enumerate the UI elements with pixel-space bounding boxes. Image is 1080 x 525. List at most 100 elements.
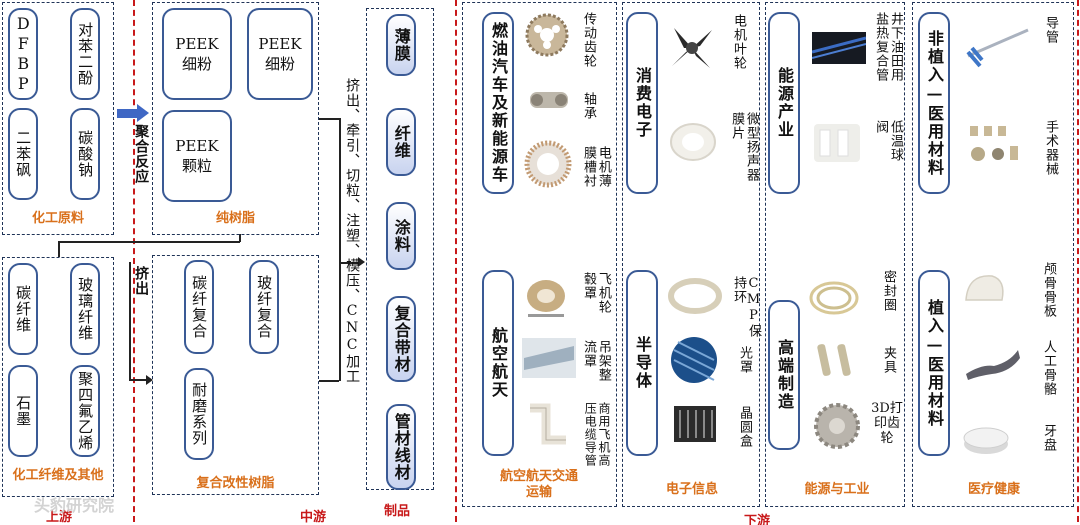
app-seal-ring-label: 密封圈 [880, 270, 896, 312]
peek-granule-label: PEEK 颗粒 [175, 136, 219, 175]
bearing-image [530, 92, 568, 108]
app-catheter-label: 导管 [1042, 16, 1058, 44]
energy-industry-group [765, 2, 905, 507]
implant-label: 植入—医用材料 [925, 298, 944, 428]
wear-resistant-label: 耐磨系列 [190, 382, 209, 446]
diphenyl-sulfone-label: 二苯砜 [14, 130, 33, 178]
aero-transport-caption: 航空航天交通运输 [499, 469, 578, 501]
fiber-connector-v2 [239, 234, 241, 242]
seal-ring-image [809, 281, 859, 315]
pure-resin-group [152, 2, 319, 235]
graphite-label: 石墨 [14, 395, 33, 427]
non-implant-category: 非植入—医用材料 [918, 12, 950, 194]
extrusion-label: 挤出 [133, 266, 150, 296]
fairing-image [522, 338, 576, 378]
ball-valve-image [814, 124, 860, 162]
product-composite-tape-label: 复合带材 [391, 305, 411, 373]
high-end-mfg-category: 高端制造 [768, 300, 800, 450]
app-surgical-instrument-label: 手术器械 [1042, 120, 1058, 176]
surgical-instrument-image [970, 126, 1018, 161]
consumer-electronics-category: 消费电子 [626, 12, 658, 194]
electronics-caption: 电子信息 [665, 482, 718, 497]
app-photomask-label: 光罩 [736, 346, 752, 374]
extrude-connector-h [129, 379, 149, 381]
app-dental-disc-label: 牙盘 [1040, 424, 1056, 452]
non-implant-label: 非植入—医用材料 [925, 29, 944, 177]
photomask-image [671, 337, 717, 383]
peek-fine-powder-2-box: PEEK 细粉 [247, 8, 313, 100]
blue-arrow-icon [117, 109, 137, 118]
graphite-box: 石墨 [8, 365, 38, 457]
diphenyl-sulfone-box: 二苯砜 [8, 108, 38, 200]
app-cable-conduit-label: 商用飞机高压电缆导管 [583, 402, 611, 467]
aerospace-category: 航空航天 [482, 270, 514, 456]
fixture-image [817, 344, 851, 376]
carbon-fiber-box: 碳纤维 [8, 263, 38, 355]
arrow-head-icon [146, 375, 153, 385]
aerospace-category-label: 航空航天 [489, 327, 508, 399]
gear-image [525, 13, 569, 57]
electronics-group [622, 2, 760, 507]
medical-caption: 医疗健康 [967, 482, 1020, 497]
upstream-divider [133, 0, 135, 522]
process-label: 挤出、牵引、切粒、注塑、模压、CNC加工 [344, 78, 361, 384]
app-cmp-ring-label: CMP保持环 [731, 276, 761, 338]
midstream-divider [455, 0, 457, 522]
fiber-materials-group [2, 257, 114, 497]
app-skull-plate-label: 颅骨骨板 [1040, 262, 1056, 318]
chem-raw-materials-group [2, 2, 114, 235]
peek-fine-powder-1-box: PEEK 细粉 [162, 8, 232, 100]
catheter-image [966, 28, 1029, 68]
speaker-diaphragm-image [670, 123, 716, 161]
extrude-connector-v [129, 262, 131, 380]
product-fiber-box: 纤维 [386, 108, 416, 176]
ptfe-box: 聚四氟乙烯 [70, 365, 100, 457]
downstream-label: 下游 [744, 514, 771, 525]
composite-resin-group [152, 255, 319, 495]
energy-category-label: 能源产业 [775, 67, 794, 139]
ptfe-label: 聚四氟乙烯 [76, 371, 95, 451]
product-composite-tape-box: 复合带材 [386, 296, 416, 382]
glass-fiber-label: 玻璃纤维 [76, 277, 95, 341]
consumer-electronics-label: 消费电子 [633, 67, 652, 139]
skull-plate-image [965, 275, 1004, 301]
upstream-label: 上游 [46, 510, 73, 525]
product-fiber-label: 纤维 [391, 125, 411, 159]
fiber-connector-h [58, 241, 240, 243]
artificial-bone-image [966, 350, 1020, 380]
glass-composite-label: 玻纤复合 [255, 275, 274, 339]
products-caption: 制品 [384, 504, 411, 519]
auto-category-label: 燃油汽车及新能源车 [489, 22, 508, 184]
app-fairing-label: 吊架整流罩 [580, 340, 611, 382]
blue-arrow-head-icon [137, 104, 149, 122]
dfbp-box: DFBP [8, 8, 38, 100]
chem-raw-materials-caption: 化工原料 [31, 211, 84, 226]
glass-fiber-box: 玻璃纤维 [70, 263, 100, 355]
product-pipe-wire-label: 管材线材 [391, 413, 411, 481]
oil-pipe-image [812, 32, 866, 64]
carbon-composite-box: 碳纤复合 [184, 260, 214, 354]
cmp-ring-image [668, 278, 722, 314]
app-gear-label: 传动齿轮 [580, 12, 596, 68]
process-bracket-v [339, 118, 341, 381]
hydroquinone-label: 对苯二酚 [76, 22, 95, 86]
right-edge-divider [1077, 0, 1079, 522]
midstream-label: 中游 [300, 510, 327, 525]
app-impeller-label: 电机叶轮 [730, 14, 746, 70]
peek-granule-box: PEEK 颗粒 [162, 110, 232, 202]
composite-to-process-h [319, 380, 339, 382]
aero-transport-group [462, 2, 617, 507]
fiber-connector-v1 [58, 241, 60, 257]
product-coating-box: 涂料 [386, 202, 416, 270]
medical-group [912, 2, 1074, 507]
sodium-carbonate-label: 碳酸钠 [76, 130, 95, 178]
app-wheel-cover-label: 飞机轮毂罩 [580, 272, 611, 314]
energy-category: 能源产业 [768, 12, 800, 194]
cable-conduit-image [530, 403, 566, 445]
peek-fine-powder-2-label: PEEK 细粉 [258, 34, 302, 73]
app-3dprint-gear-label: 3D打印齿轮 [871, 401, 903, 446]
carbon-fiber-label: 碳纤维 [14, 285, 33, 333]
fiber-materials-caption: 化工纤维及其他 [12, 468, 104, 483]
composite-resin-caption: 复合改性树脂 [196, 476, 275, 491]
app-bearing-label: 轴承 [580, 92, 596, 120]
